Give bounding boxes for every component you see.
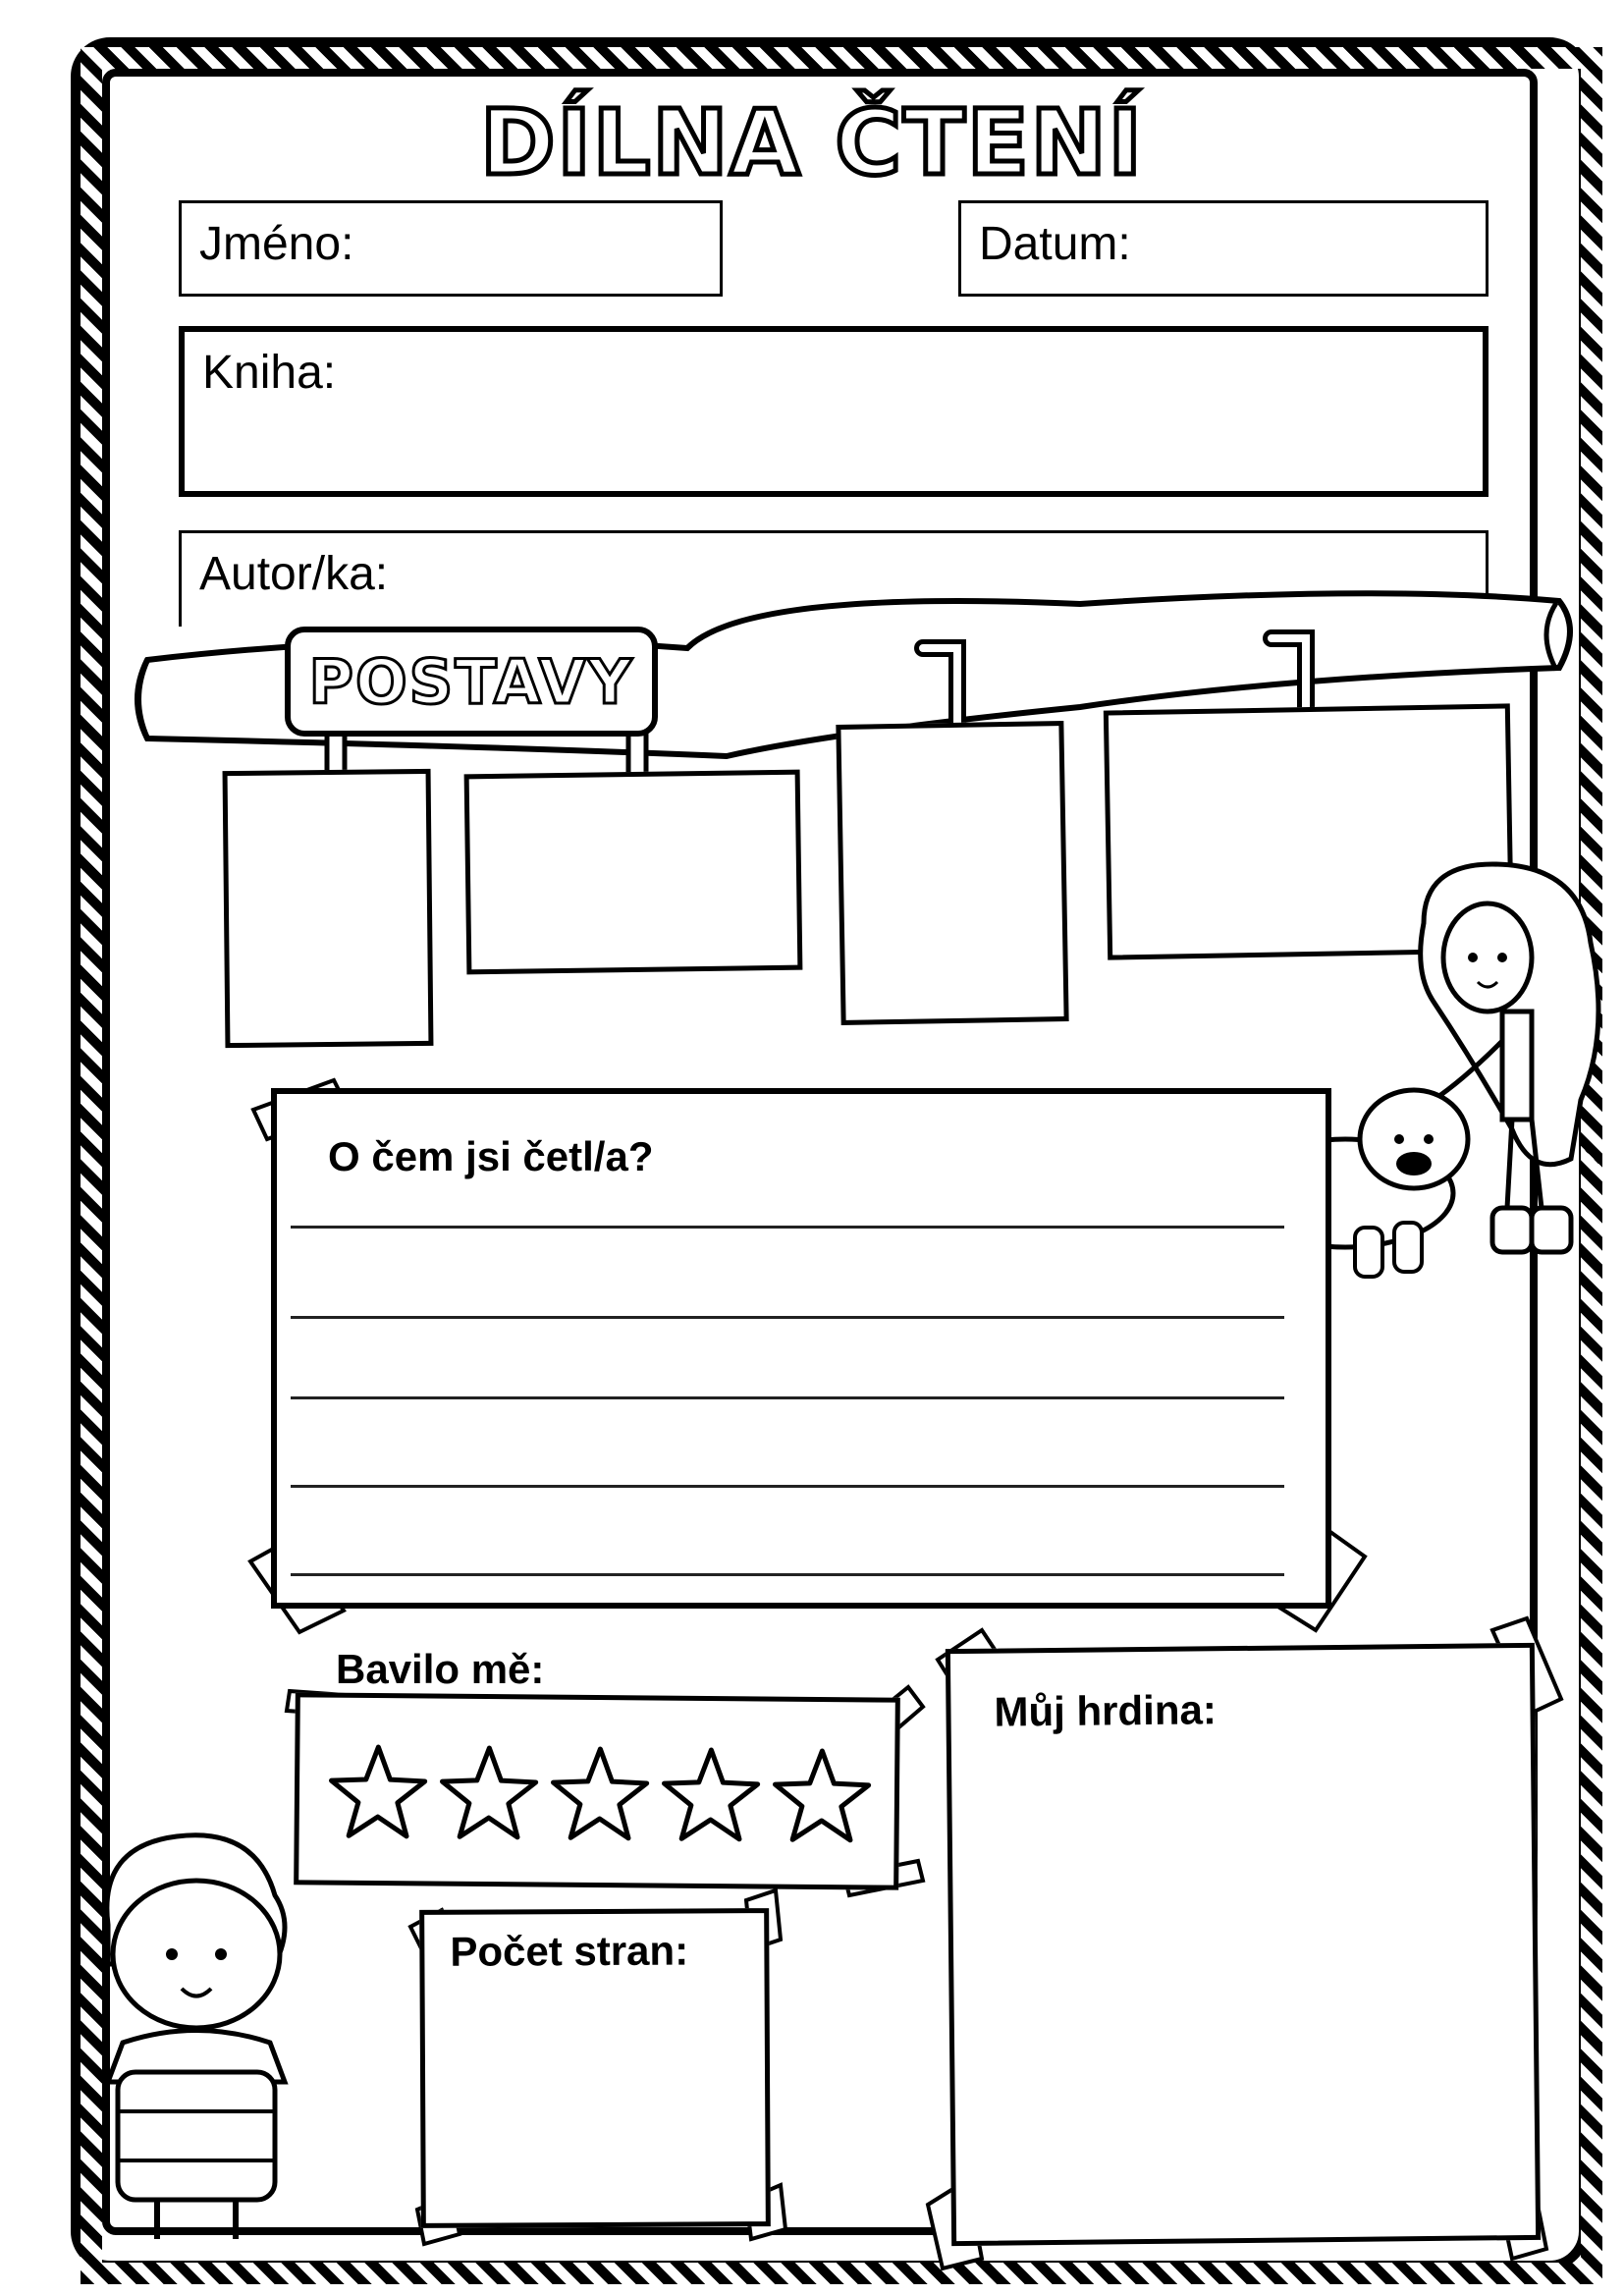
book-label: Kniha: — [202, 347, 337, 399]
star-icon[interactable] — [772, 1748, 872, 1843]
star-icon[interactable] — [439, 1745, 539, 1840]
star-icon[interactable] — [328, 1744, 428, 1839]
summary-prompt: O čem jsi četl/a? — [328, 1133, 654, 1179]
star-rating — [328, 1744, 872, 1843]
characters-sign: POSTAVY — [285, 627, 658, 737]
author-label: Autor/ka: — [199, 548, 389, 600]
rating-panel — [294, 1692, 900, 1890]
date-label: Datum: — [979, 218, 1131, 270]
page-title: DÍLNA ČTENÍ — [478, 88, 1145, 198]
characters-sign-label: POSTAVY — [307, 644, 634, 719]
summary-panel[interactable]: O čem jsi četl/a? — [271, 1088, 1331, 1609]
name-label: Jméno: — [199, 218, 354, 270]
summary-writing-lines — [291, 1094, 1284, 1603]
star-icon[interactable] — [550, 1746, 650, 1841]
rating-label: Bavilo mě: — [336, 1646, 545, 1692]
author-field[interactable]: Autor/ka: — [179, 530, 1489, 627]
name-field[interactable]: Jméno: — [179, 200, 723, 297]
book-field[interactable]: Kniha: — [179, 326, 1489, 497]
date-field[interactable]: Datum: — [958, 200, 1489, 297]
star-icon[interactable] — [661, 1747, 761, 1842]
